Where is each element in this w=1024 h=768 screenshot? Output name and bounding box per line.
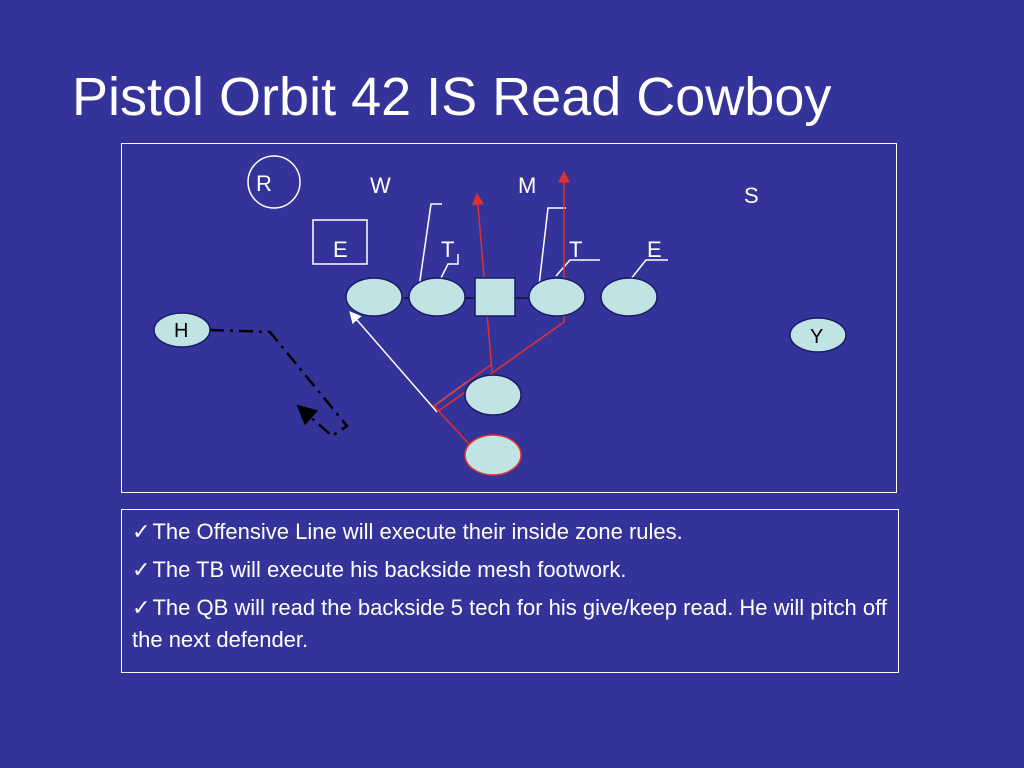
block-lt-to-dt [439, 254, 459, 281]
right-tackle [600, 277, 658, 317]
read-defender-circle [247, 155, 301, 209]
coaching-notes: ✓The Offensive Line will execute their i… [121, 509, 899, 673]
y-receiver [789, 317, 847, 353]
check-mark-icon: ✓ [132, 519, 151, 544]
note-text: The Offensive Line will execute their in… [152, 519, 683, 544]
tb-mesh-red [433, 405, 470, 445]
defender-s: S [744, 183, 759, 208]
h-back [153, 312, 211, 348]
left-guard [408, 277, 466, 317]
defender-t-left: T [441, 237, 455, 262]
defender-r: R [256, 171, 272, 196]
check-mark-icon: ✓ [132, 595, 151, 620]
block-rg-to-m [537, 207, 566, 295]
defender-e-left: E [333, 237, 348, 262]
defender-m: M [518, 173, 537, 198]
note-bullet: ✓The TB will execute his backside mesh f… [132, 554, 888, 586]
quarterback [464, 374, 522, 416]
note-text: The TB will execute his backside mesh fo… [152, 557, 627, 582]
h-label: H [174, 320, 189, 342]
play-diagram: R W M S E T T E H Y [121, 143, 897, 493]
block-rt-to-dt [555, 259, 600, 277]
right-guard [528, 277, 586, 317]
mesh-link-red [433, 363, 493, 407]
note-bullet: ✓The Offensive Line will execute their i… [132, 516, 888, 548]
slide-title: Pistol Orbit 42 IS Read Cowboy [72, 67, 832, 127]
y-label: Y [810, 326, 824, 348]
note-text: The QB will read the backside 5 tech for… [132, 595, 887, 652]
check-mark-icon: ✓ [132, 557, 151, 582]
play-diagram-drawing [153, 155, 847, 476]
defender-e-right: E [647, 237, 662, 262]
tailback [464, 434, 522, 476]
block-lg-to-w [417, 203, 442, 295]
note-bullet: ✓The QB will read the backside 5 tech fo… [132, 592, 888, 656]
center [474, 277, 516, 317]
block-te-to-de [629, 259, 668, 281]
pitch-route-white [349, 311, 438, 413]
defender-t-right: T [569, 237, 583, 262]
left-tackle [345, 277, 403, 317]
read-key-box [312, 219, 368, 265]
h-motion-route [209, 328, 349, 438]
defender-w: W [370, 173, 391, 198]
